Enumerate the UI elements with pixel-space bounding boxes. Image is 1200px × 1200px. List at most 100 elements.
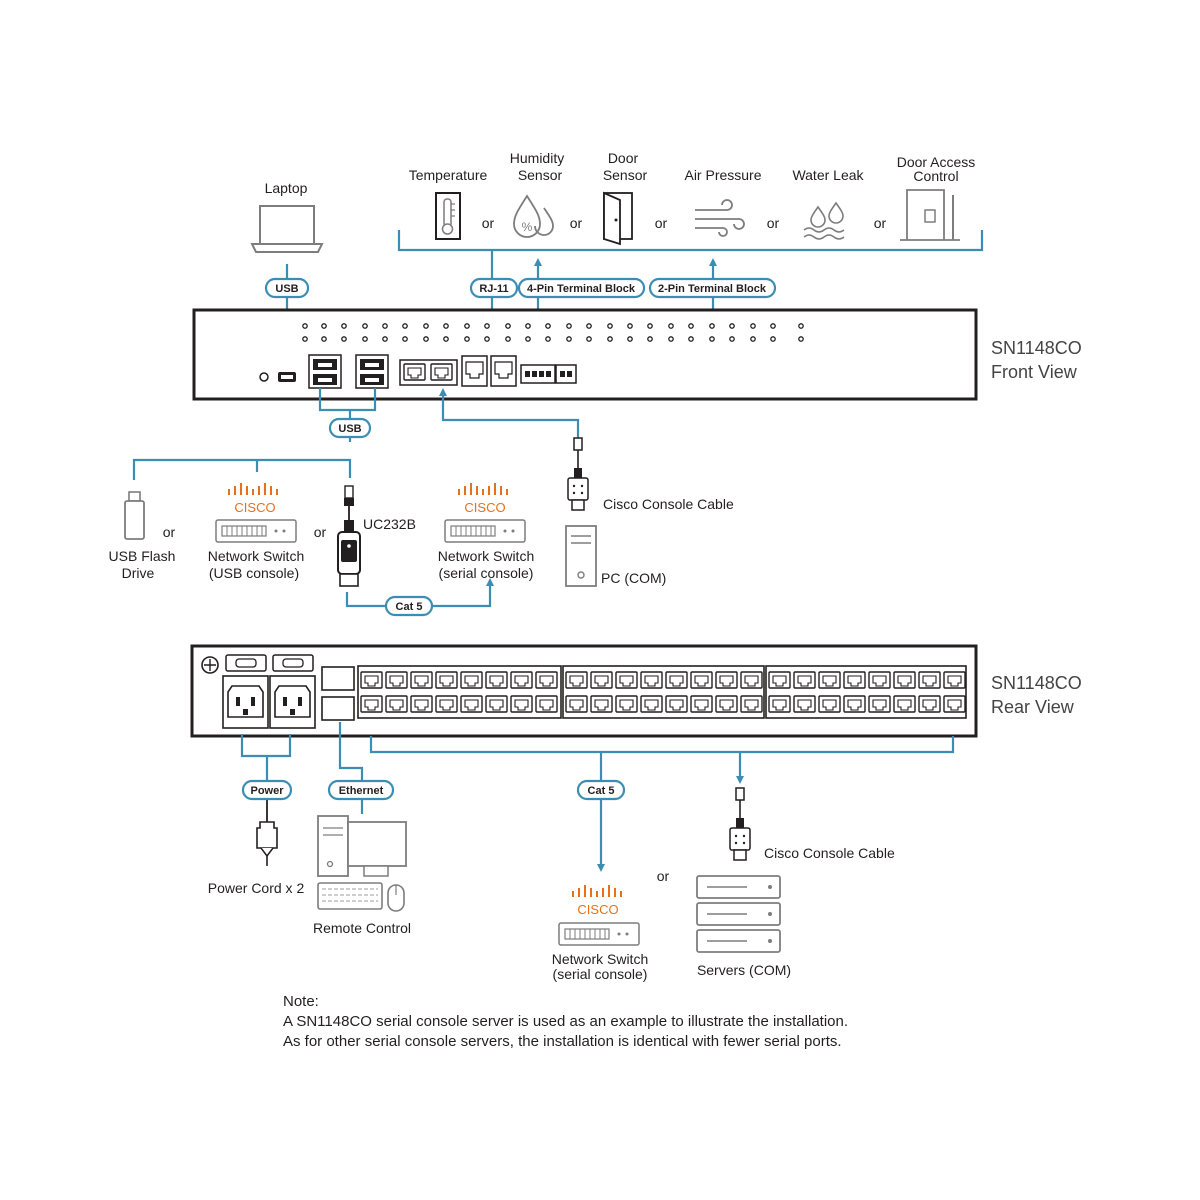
console-cable-icon [567,437,589,511]
4pin-terminal-pill: 4-Pin Terminal Block [517,277,646,299]
or-text: or [314,524,327,540]
terminal-block-2pin[interactable] [555,364,577,384]
servers-label: Servers (COM) [697,962,791,978]
power-socket-1[interactable] [222,675,269,729]
remote-control: Remote Control [313,815,411,936]
usb-port-pair-2[interactable] [355,354,389,389]
reset-button[interactable] [259,372,269,382]
cisco-console-cable-front: Cisco Console Cable [567,437,734,512]
keyboard-icon [317,882,383,910]
rear-console-cable-label: Cisco Console Cable [764,845,895,861]
front-vent-dots [302,323,804,342]
or-text: or [655,215,668,231]
usb-top-pill: USB [264,277,310,299]
door-access-label-line1: Door Access [897,154,976,170]
door-icon [603,191,633,246]
cisco-logo-icon [458,483,508,495]
note-line-1: A SN1148CO serial console server is used… [283,1013,849,1030]
front-title-model: SN1148CO [991,338,1082,358]
laptop: Laptop [250,180,324,253]
svg-text:%: % [522,220,533,234]
front-panel [192,308,978,401]
usb-mid-pill: USB [328,417,372,439]
usb-flash-drive-icon [124,491,145,540]
rear-title-model: SN1148CO [991,673,1082,693]
server-stack-icon [696,875,781,953]
humidity-icon: % [513,194,554,238]
cisco-logo-text: CISCO [464,500,505,515]
power-cord: Power Cord x 2 [208,821,305,896]
or-text: or [482,215,495,231]
pc-com-label: PC (COM) [601,570,666,586]
terminal-block-4pin[interactable] [520,364,556,384]
mini-usb-port[interactable] [278,372,296,382]
note-line-2: As for other serial console servers, the… [283,1033,842,1050]
lan-port-pair[interactable] [399,359,458,386]
cisco-logo-icon [228,483,278,495]
usb-flash-drive: USB Flash Drive [109,491,176,581]
ethernet-port-2[interactable] [321,696,355,721]
water-leak-label: Water Leak [792,167,864,183]
svg-text:4-Pin Terminal Block: 4-Pin Terminal Block [527,283,636,295]
network-switch-icon [558,922,640,946]
power-socket-2[interactable] [269,675,316,729]
laptop-icon [250,205,324,253]
2pin-terminal-pill: 2-Pin Terminal Block [648,277,777,299]
door-label-line2: Sensor [603,167,648,183]
rear-cables [240,722,955,872]
usb-flash-label-line2: Drive [122,565,155,581]
cisco-logo-text: CISCO [577,902,618,917]
usb-port-pair-1[interactable] [308,354,342,389]
svg-text:2-Pin Terminal Block: 2-Pin Terminal Block [658,283,767,295]
svg-text:Cat 5: Cat 5 [588,785,615,797]
console-cable-icon [729,787,751,861]
rear-switch-label-line2: (serial console) [553,966,648,982]
cisco-logo-icon [572,885,622,897]
air-pressure-label: Air Pressure [684,167,761,183]
network-switch-usb-console: CISCO Network Switch (USB console) [208,483,304,581]
front-title-view: Front View [991,362,1078,382]
uc232b-adapter: UC232B [337,485,416,587]
desktop-computer-icon [317,815,407,877]
rj11-port-1[interactable] [461,355,488,387]
rj11-port-2[interactable] [490,355,517,387]
switch-usb-label-line2: (USB console) [209,565,299,581]
or-text: or [874,215,887,231]
installation-note: Note: A SN1148CO serial console server i… [283,992,983,1052]
or-text: or [657,868,670,884]
svg-text:Ethernet: Ethernet [339,785,384,797]
thermometer-icon [435,192,461,240]
uc232b-label: UC232B [363,516,416,532]
rear-switch-label-line1: Network Switch [552,951,648,967]
svg-text:Cat 5: Cat 5 [396,601,423,613]
laptop-label: Laptop [265,180,308,196]
cisco-logo-text: CISCO [234,500,275,515]
switch-usb-label-line1: Network Switch [208,548,304,564]
network-switch-icon [444,519,526,543]
svg-text:USB: USB [275,283,298,295]
cat5-mid-pill: Cat 5 [384,595,434,617]
temperature-label: Temperature [409,167,488,183]
power-plug-icon [256,821,278,866]
svg-text:Power: Power [250,785,284,797]
serial-port-banks[interactable] [357,665,967,719]
power-switch-2[interactable] [272,654,314,672]
svg-text:RJ-11: RJ-11 [479,283,508,295]
or-text: or [767,215,780,231]
power-switch-1[interactable] [225,654,267,672]
servers-com: Servers (COM) [696,875,791,978]
cisco-console-cable-rear: Cisco Console Cable [729,787,895,861]
network-switch-serial-console: CISCO Network Switch (serial console) [438,483,534,581]
network-switch-icon [215,519,297,543]
door-access-icon [900,189,960,241]
ground-screw-icon [201,656,219,674]
usb-flash-label-line1: USB Flash [109,548,176,564]
power-cord-label: Power Cord x 2 [208,880,305,896]
ethernet-port-1[interactable] [321,666,355,691]
humidity-label-line2: Sensor [518,167,563,183]
door-access-label-line2: Control [913,168,958,184]
console-cable-label: Cisco Console Cable [603,496,734,512]
rj11-pill: RJ-11 [469,277,519,299]
water-leak-icon [803,201,845,240]
